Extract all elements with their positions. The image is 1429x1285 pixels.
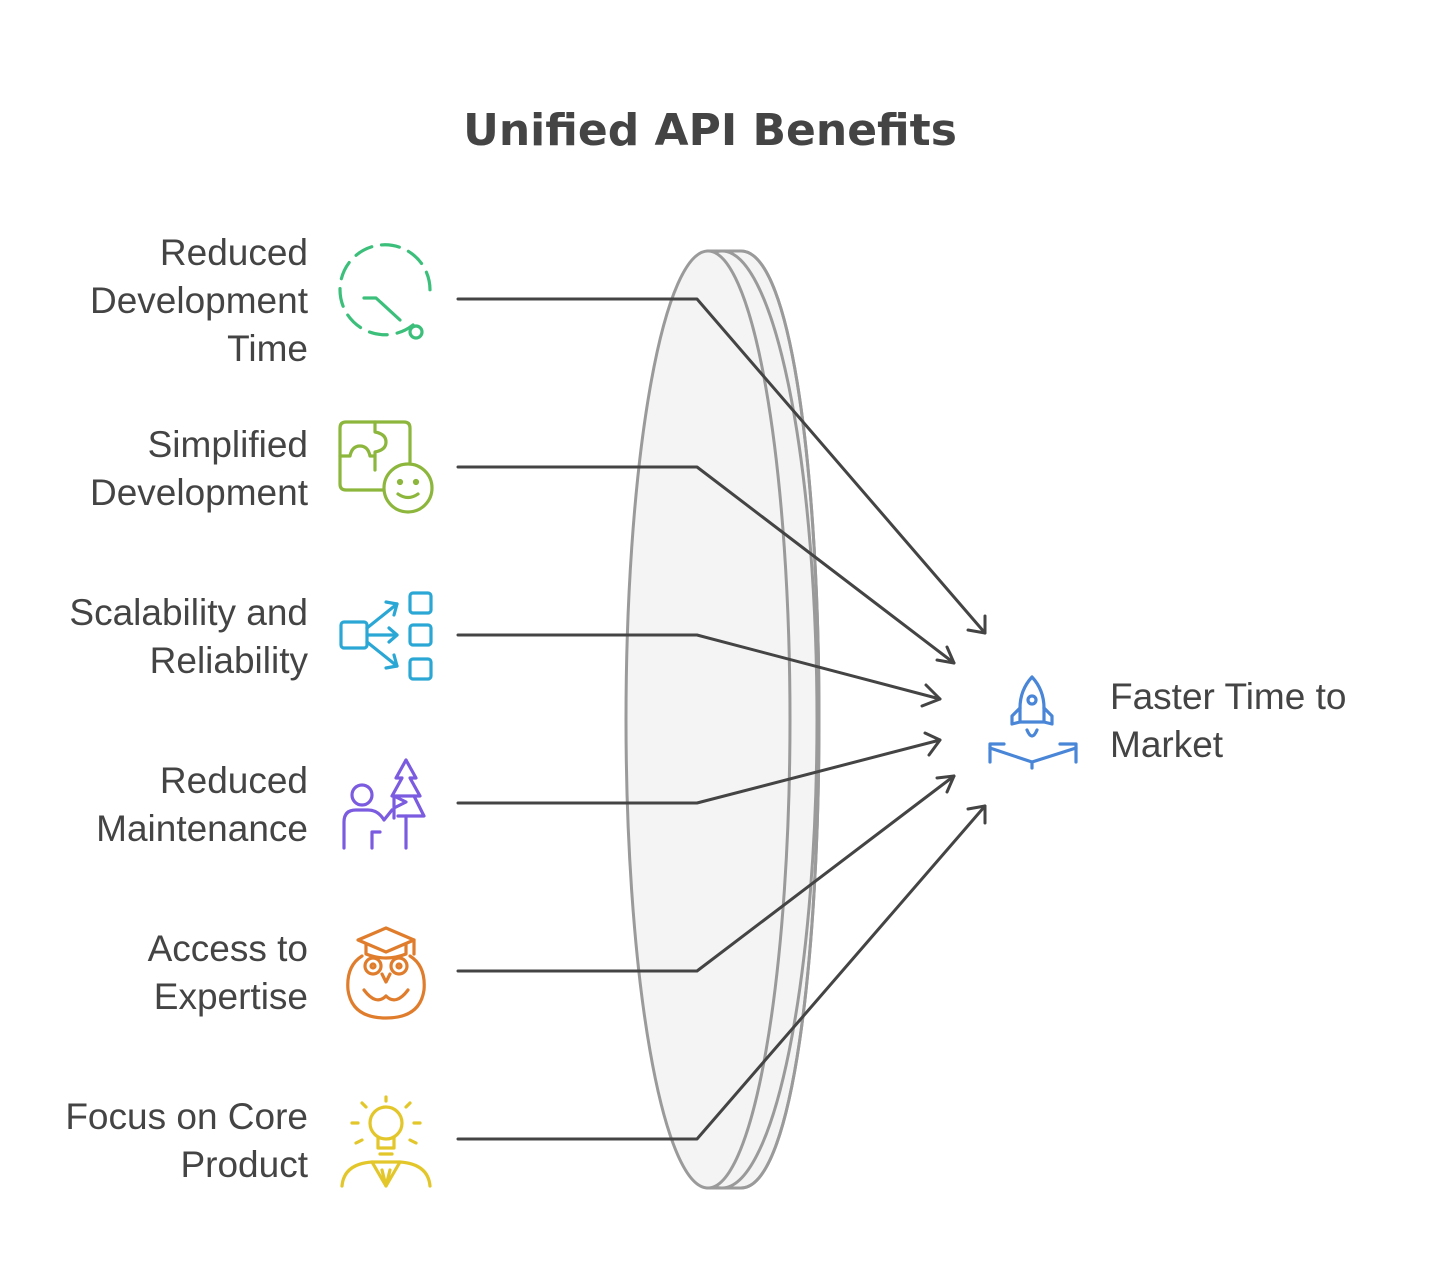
- puzzle-face-icon: [338, 420, 434, 514]
- label-focus-core-line1: Focus on Core: [65, 1096, 308, 1137]
- rocket-launch-icon: [988, 675, 1078, 770]
- arrowhead-1: [966, 614, 987, 635]
- label-simplified-development-line2: Development: [90, 472, 309, 513]
- connector-1: [456, 297, 987, 635]
- label-access-to-expertise-line2: Expertise: [154, 976, 308, 1017]
- connector-3: [456, 633, 942, 701]
- label-reduced-development-time-line3: Time: [227, 328, 308, 369]
- lightbulb-person-icon: [340, 1095, 432, 1188]
- connector-6: [456, 804, 987, 1141]
- label-access-to-expertise-line1: Access to: [148, 928, 308, 969]
- label-scalability-line2: Reliability: [150, 640, 309, 681]
- label-reduced-maintenance-line2: Maintenance: [96, 808, 308, 849]
- converging-lens: [624, 249, 821, 1190]
- arrowhead-4: [923, 731, 942, 757]
- label-scalability-line1: Scalability and: [69, 592, 308, 633]
- person-tree-icon: [342, 758, 426, 850]
- connector-5: [456, 774, 956, 973]
- label-focus-core-line2: Product: [180, 1144, 308, 1185]
- arrowhead-6: [966, 804, 987, 825]
- label-reduced-development-time-line1: Reduced: [160, 232, 308, 273]
- connectors: [456, 297, 987, 1141]
- arrowhead-5: [935, 774, 956, 794]
- connector-2: [456, 465, 956, 665]
- label-faster-time-line2: Market: [1110, 724, 1224, 765]
- scale-out-icon: [339, 591, 433, 681]
- arrowhead-2: [935, 645, 956, 665]
- graduate-owl-icon: [346, 926, 426, 1020]
- input-labels: Reduced Development Time Simplified Deve…: [65, 232, 308, 1185]
- label-faster-time-line1: Faster Time to: [1110, 676, 1346, 717]
- arrowhead-3: [920, 683, 942, 708]
- clock-icon: [338, 243, 432, 340]
- diagram-title: Unified API Benefits: [463, 105, 957, 156]
- label-reduced-development-time-line2: Development: [90, 280, 309, 321]
- connector-4: [456, 738, 942, 805]
- label-reduced-maintenance-line1: Reduced: [160, 760, 308, 801]
- label-simplified-development-line1: Simplified: [148, 424, 308, 465]
